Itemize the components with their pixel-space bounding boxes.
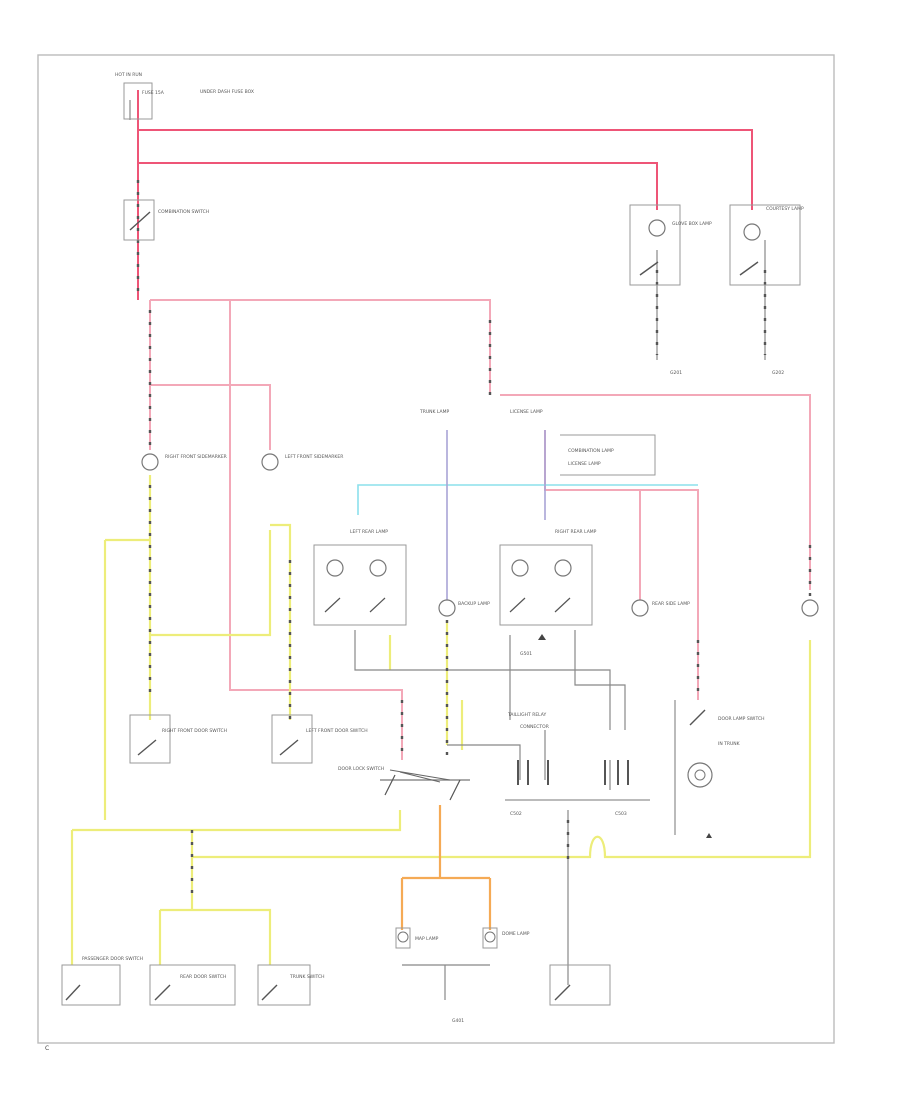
figure-code: C xyxy=(45,1045,49,1052)
glove-lamp-label: GLOVE BOX LAMP xyxy=(672,221,712,227)
passenger-door-switch: PASSENGER DOOR SWITCH xyxy=(61,956,143,1006)
legend-line2: LICENSE LAMP xyxy=(568,461,601,467)
door-lamp-switch-label: DOOR LAMP SWITCH xyxy=(718,716,764,722)
power-wires xyxy=(137,90,811,760)
lf-door-switch: LEFT FRONT DOOR SWITCH xyxy=(271,714,368,764)
backup-lamp-label: BACKUP LAMP xyxy=(458,601,490,607)
combination-switch-label: COMBINATION SWITCH xyxy=(158,209,209,215)
yellow-wires xyxy=(70,475,812,965)
rf-sidemarker-lamp: RIGHT FRONT SIDEMARKER xyxy=(141,453,227,471)
hot-in-run-label: HOT IN RUN xyxy=(115,72,142,78)
door-lamp-switch: DOOR LAMP SWITCH IN TRUNK xyxy=(674,700,764,838)
fuse-label: FUSE 15A xyxy=(142,90,165,96)
right-rear-lamp: RIGHT REAR LAMP xyxy=(499,529,597,626)
blue-wires xyxy=(446,430,546,600)
connector-label: CONNECTOR xyxy=(520,724,549,730)
backup-lamp: BACKUP LAMP xyxy=(438,599,490,617)
left-rear-lamp-label: LEFT REAR LAMP xyxy=(350,529,388,535)
trunk-switch-label: TRUNK SWITCH xyxy=(289,974,325,980)
rf-sidemarker-label: RIGHT FRONT SIDEMARKER xyxy=(165,454,227,460)
right-connector-label: C503 xyxy=(615,811,627,817)
license-lamp-label: LICENSE LAMP xyxy=(510,409,543,415)
fuse-block: HOT IN RUN FUSE 15A UNDER DASH FUSE BOX xyxy=(115,72,254,120)
orange-wires xyxy=(400,805,492,930)
rear-door-switch: REAR DOOR SWITCH xyxy=(149,964,236,1006)
rear-side-lamp: REAR SIDE LAMP xyxy=(631,599,690,617)
door-lock-switch-label: DOOR LOCK SWITCH xyxy=(338,766,384,772)
trunk-lamp-label: TRUNK LAMP xyxy=(419,409,449,415)
trunk-switch: TRUNK SWITCH xyxy=(257,964,325,1006)
rf-door-switch-label: RIGHT FRONT DOOR SWITCH xyxy=(162,728,227,734)
rear-door-switch-label: REAR DOOR SWITCH xyxy=(180,974,226,980)
dome-lamp: DOME LAMP xyxy=(482,927,530,949)
bottom-ground-label: G401 xyxy=(452,1018,464,1024)
cyan-wire xyxy=(357,484,698,515)
rf-door-switch: RIGHT FRONT DOOR SWITCH xyxy=(129,714,227,764)
left-rear-lamp: LEFT REAR LAMP xyxy=(313,529,407,626)
glove-box-lamp: GLOVE BOX LAMP G201 xyxy=(629,204,712,376)
door-lamp-sub-label: IN TRUNK xyxy=(718,741,741,747)
connector-marks xyxy=(136,180,812,900)
right-side-lamp xyxy=(801,599,819,617)
right-rear-lamp-label: RIGHT REAR LAMP xyxy=(555,529,597,535)
rear-bottom-switch xyxy=(549,964,611,1006)
legend-box: COMBINATION LAMP LICENSE LAMP xyxy=(560,434,656,476)
passenger-switch-label: PASSENGER DOOR SWITCH xyxy=(82,956,143,962)
left-connector-label: C502 xyxy=(510,811,522,817)
fuse-box-label: UNDER DASH FUSE BOX xyxy=(200,89,254,95)
combination-switch: COMBINATION SWITCH xyxy=(123,199,209,241)
map-lamp-label: MAP LAMP xyxy=(415,936,439,942)
door-lock-switch: DOOR LOCK SWITCH xyxy=(338,766,470,801)
lf-door-switch-label: LEFT FRONT DOOR SWITCH xyxy=(306,728,368,734)
courtesy-lamp-label: COURTESY LAMP xyxy=(766,206,804,212)
gray-wires xyxy=(129,100,766,1000)
map-lamp: MAP LAMP xyxy=(395,927,439,949)
rear-side-lamp-label: REAR SIDE LAMP xyxy=(652,601,690,607)
lf-sidemarker-lamp: LEFT FRONT SIDEMARKER xyxy=(261,453,343,471)
courtesy-ground-label: G202 xyxy=(772,370,784,376)
legend-line1: COMBINATION LAMP xyxy=(568,448,614,454)
ground-symbol xyxy=(538,634,546,640)
lf-sidemarker-label: LEFT FRONT SIDEMARKER xyxy=(285,454,343,460)
relay-label: TAILLIGHT RELAY xyxy=(507,712,547,718)
diagram-frame xyxy=(37,54,835,1044)
connector-rail: C502 C503 xyxy=(505,760,650,817)
rear-ground-label: G501 xyxy=(520,651,532,657)
glove-ground-label: G201 xyxy=(670,370,682,376)
dome-lamp-label: DOME LAMP xyxy=(502,931,530,937)
courtesy-lamp: COURTESY LAMP G202 xyxy=(729,204,804,376)
